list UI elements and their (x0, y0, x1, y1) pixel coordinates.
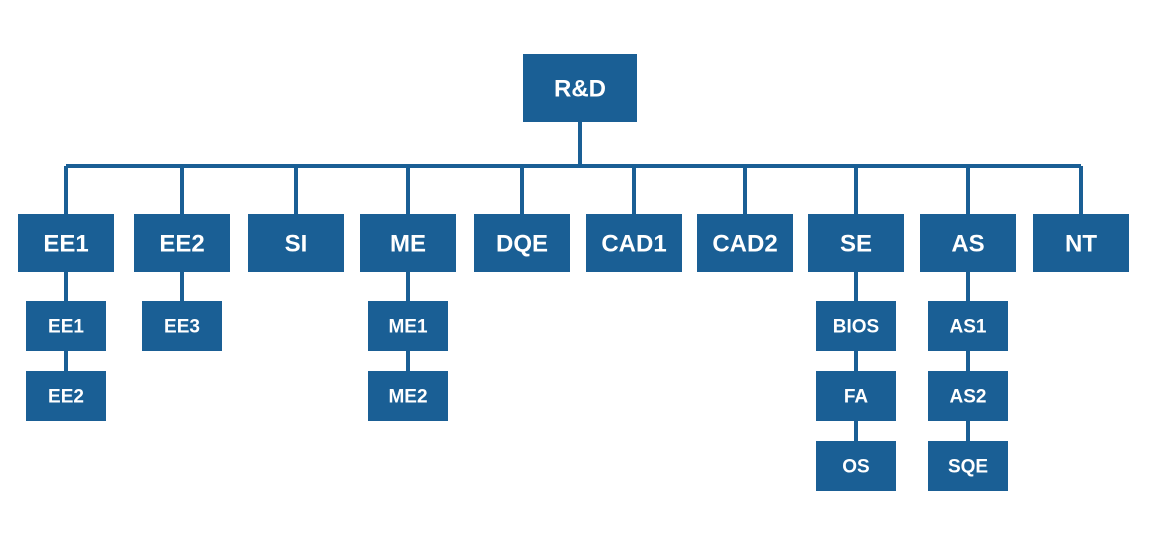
node-dept-me-label: ME (390, 231, 426, 258)
node-sub-as-sqe-label: SQE (948, 457, 988, 478)
node-sub-me-me2-box (368, 371, 448, 421)
node-dept-se-box (808, 214, 904, 272)
node-sub-as-as2-box (928, 371, 1008, 421)
node-sub-se-bios: BIOS (816, 301, 896, 351)
node-dept-si: SI (248, 214, 344, 272)
node-dept-as: AS (920, 214, 1016, 272)
node-root-rd: R&D (523, 54, 637, 122)
node-sub-me-me2: ME2 (368, 371, 448, 421)
node-dept-cad2-label: CAD2 (712, 231, 777, 258)
node-dept-ee1-label: EE1 (43, 231, 88, 258)
node-dept-nt-box (1033, 214, 1129, 272)
node-sub-se-os-box (816, 441, 896, 491)
node-sub-me-me1-label: ME1 (388, 317, 428, 338)
node-sub-as-as2-label: AS2 (950, 387, 987, 408)
node-sub-ee2-ee3-box (142, 301, 222, 351)
node-dept-nt-label: NT (1065, 231, 1097, 258)
node-dept-cad2: CAD2 (697, 214, 793, 272)
node-dept-cad1-label: CAD1 (601, 231, 666, 258)
node-dept-ee2-label: EE2 (159, 231, 204, 258)
node-sub-as-as1-box (928, 301, 1008, 351)
node-sub-ee1-ee2-label: EE2 (48, 387, 84, 408)
node-sub-ee2-ee3-label: EE3 (164, 317, 200, 338)
node-sub-se-bios-label: BIOS (833, 317, 879, 338)
node-sub-as-as1: AS1 (928, 301, 1008, 351)
node-sub-se-fa: FA (816, 371, 896, 421)
node-sub-as-as2: AS2 (928, 371, 1008, 421)
node-sub-ee1-ee2-box (26, 371, 106, 421)
node-sub-se-fa-box (816, 371, 896, 421)
node-sub-ee1-ee2: EE2 (26, 371, 106, 421)
node-root-rd-label: R&D (554, 76, 606, 103)
node-dept-ee1: EE1 (18, 214, 114, 272)
node-sub-se-os: OS (816, 441, 896, 491)
node-sub-me-me1-box (368, 301, 448, 351)
node-dept-si-label: SI (285, 231, 308, 258)
node-dept-cad1: CAD1 (586, 214, 682, 272)
node-dept-dqe-label: DQE (496, 231, 548, 258)
node-sub-se-os-label: OS (842, 457, 869, 478)
node-dept-nt: NT (1033, 214, 1129, 272)
connector-lines (64, 122, 1083, 441)
node-dept-ee2: EE2 (134, 214, 230, 272)
node-dept-dqe: DQE (474, 214, 570, 272)
node-sub-ee1-ee1-label: EE1 (48, 317, 84, 338)
node-sub-ee1-ee1-box (26, 301, 106, 351)
node-dept-me: ME (360, 214, 456, 272)
node-dept-dqe-box (474, 214, 570, 272)
node-dept-me-box (360, 214, 456, 272)
node-sub-me-me2-label: ME2 (388, 387, 427, 408)
node-sub-ee2-ee3: EE3 (142, 301, 222, 351)
node-dept-se: SE (808, 214, 904, 272)
node-root-rd-box (523, 54, 637, 122)
node-dept-si-box (248, 214, 344, 272)
node-dept-cad1-box (586, 214, 682, 272)
node-sub-as-as1-label: AS1 (950, 317, 987, 338)
node-dept-cad2-box (697, 214, 793, 272)
node-dept-as-label: AS (951, 231, 984, 258)
node-sub-ee1-ee1: EE1 (26, 301, 106, 351)
node-sub-me-me1: ME1 (368, 301, 448, 351)
node-dept-ee2-box (134, 214, 230, 272)
node-sub-as-sqe-box (928, 441, 1008, 491)
node-sub-se-fa-label: FA (844, 387, 869, 408)
node-dept-as-box (920, 214, 1016, 272)
node-dept-ee1-box (18, 214, 114, 272)
node-dept-se-label: SE (840, 231, 872, 258)
node-sub-as-sqe: SQE (928, 441, 1008, 491)
node-sub-se-bios-box (816, 301, 896, 351)
